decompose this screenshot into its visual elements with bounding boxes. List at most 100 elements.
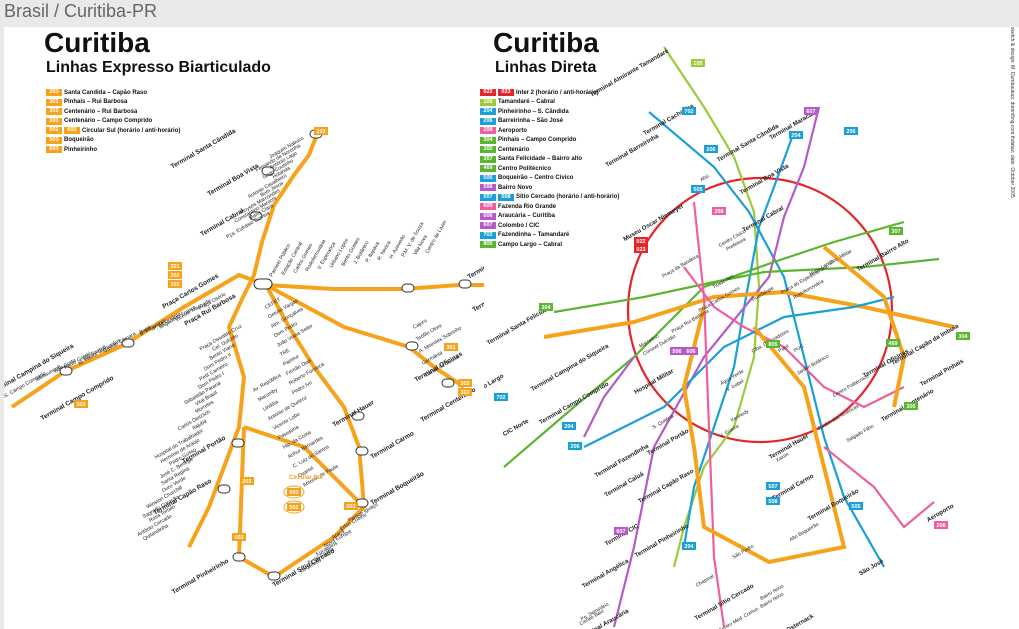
line-code-text: 204 [791,133,801,139]
line-code-text: 304 [541,305,551,311]
line-code-badge [458,388,472,396]
line-code-text: 508 [768,499,777,505]
line-code-badge: 506 [480,184,496,192]
map-credit: sketch & design: M. Dumbaukas; dumnfting… [1009,27,1015,198]
line-code-text: 206 [706,147,715,153]
terminal-marker [441,378,455,388]
line-code-badge: 702 [480,231,496,239]
line-code-text: 302 [170,273,179,279]
line-305-orange [822,245,907,408]
line-code-badge [444,343,458,351]
legend-label: Bairro Novo [498,184,533,191]
line-code-text: 203 [242,479,251,485]
line-code-badge: 508 [498,193,514,201]
right-lines [503,46,955,628]
legend-label: Campo Largo – Cabral [498,241,563,248]
line-code-badge [634,237,648,245]
line-code-text: 603 [234,535,243,541]
line-code-text: 304 [958,334,968,340]
line-code-text: 022 [636,239,645,245]
line-code-badge [691,59,705,67]
right-map-subtitle: Linhas Direta [495,59,597,76]
terminal-label: Terminal Carmo [370,430,416,461]
line-code-badge: 805 [480,241,496,249]
line-code-badge [568,442,582,450]
terminal-label: Terminal Barreirinha [604,132,660,168]
legend-label: Centenário – Rui Barbosa [64,108,138,115]
terminal-marker [249,211,263,221]
line-105 [663,46,761,568]
terminal-marker [121,338,135,348]
line-code-badge [789,131,803,139]
line-code-badge [670,347,684,355]
terminal-label: Hospital Militar [633,367,675,396]
terminal-marker [253,278,273,290]
line-code-text: 305 [906,404,915,410]
terminal-label: São José [858,557,886,577]
line-code-badge [766,482,780,490]
terminal-label: Terminal Almirante Tamandaré [589,47,671,98]
line-code-badge [886,339,900,347]
terminal-marker [401,283,415,293]
line-203-north [242,136,318,296]
line-code-badge: 603 [46,146,62,154]
legend-label: Pinheirinho – S. Cândida [498,108,569,115]
left-map-subtitle: Linhas Expresso Biarticulado [46,59,271,76]
line-code-badge: 505 [480,174,496,182]
line-code-badge [240,477,254,485]
line-code-text: 602 [289,490,298,496]
terminal-marker [59,366,73,376]
station-label: Praça da Bandeira [661,253,700,279]
line-607 [612,106,821,628]
line-code-text: 303 [76,402,85,408]
line-code-badge [168,280,182,288]
right-map-title: Curitiba [493,27,599,58]
line-code-badge: 503 [46,136,62,144]
line-code-text: 469 [888,341,897,347]
terminal-marker [231,438,245,448]
line-code-text: 301 [170,264,179,270]
stop-label: Av. República [252,373,282,394]
line-code-text: 361 [446,345,455,351]
line-code-badge: 203 [46,89,62,97]
line-code-text: 302 [460,381,469,387]
terminal-label: Terminal Bairro Alto [856,238,911,274]
stop-label: TRE [279,348,291,359]
line-code-text: 307 [891,229,900,235]
terminal-label: Terminal Pinheirinho [634,523,691,560]
line-code-badge: 307 [480,155,496,163]
legend-label: Barreirinha – São José [498,118,564,125]
line-code-badge [287,503,301,511]
line-code-badge [682,542,696,550]
legend-label: Boqueirão [64,137,94,144]
map-sheet: Curitiba Linhas Expresso Biarticulado 20… [4,27,1019,629]
line-code-badge: 105 [480,98,496,106]
line-code-badge [168,271,182,279]
legend-label: Pinhais – Rui Barbosa [64,99,128,106]
line-code-badge [74,400,88,408]
line-code-badge: 022 [480,89,496,97]
line-code-badge [232,533,246,541]
terminal-label: Osternack [785,612,815,629]
line-code-badge: 304 [480,136,496,144]
line-code-badge: 301 [46,98,62,106]
legend-label: Pinhais – Campo Comprido [498,137,577,144]
line-code-badge: 602 [64,127,80,135]
line-code-text: 208 [714,209,723,215]
line-206 [648,111,885,568]
